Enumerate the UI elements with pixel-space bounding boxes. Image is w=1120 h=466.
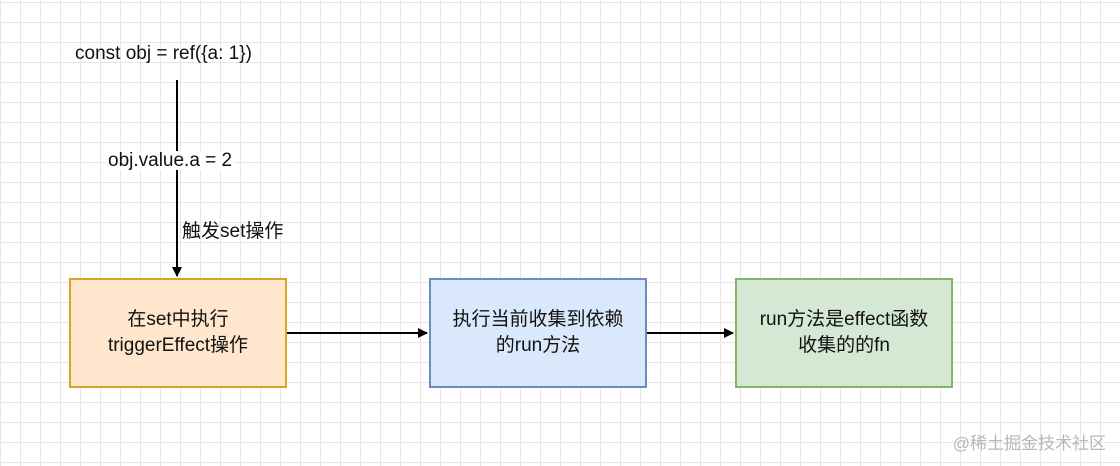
node-fn-line1: run方法是effect函数 [759, 309, 929, 331]
node-run-line2: 的run方法 [495, 335, 581, 356]
node-trigger-line2: triggerEffect操作 [107, 335, 249, 356]
node-trigger-effect: 在set中执行 triggerEffect操作 [69, 278, 287, 388]
watermark: @稀土掘金技术社区 [952, 434, 1106, 453]
node-run-deps: 执行当前收集到依赖 的run方法 [429, 278, 647, 388]
node-run-line1: 执行当前收集到依赖 [452, 309, 624, 331]
node-trigger-line1: 在set中执行 [127, 309, 229, 331]
code-declaration: const obj = ref({a: 1}) [75, 43, 252, 64]
node-effect-fn: run方法是effect函数 收集的的fn [735, 278, 953, 388]
node-fn-line2: 收集的的fn [798, 335, 890, 356]
code-assignment: obj.value.a = 2 [106, 150, 235, 171]
edge-label-trigger-set: 触发set操作 [182, 221, 284, 242]
